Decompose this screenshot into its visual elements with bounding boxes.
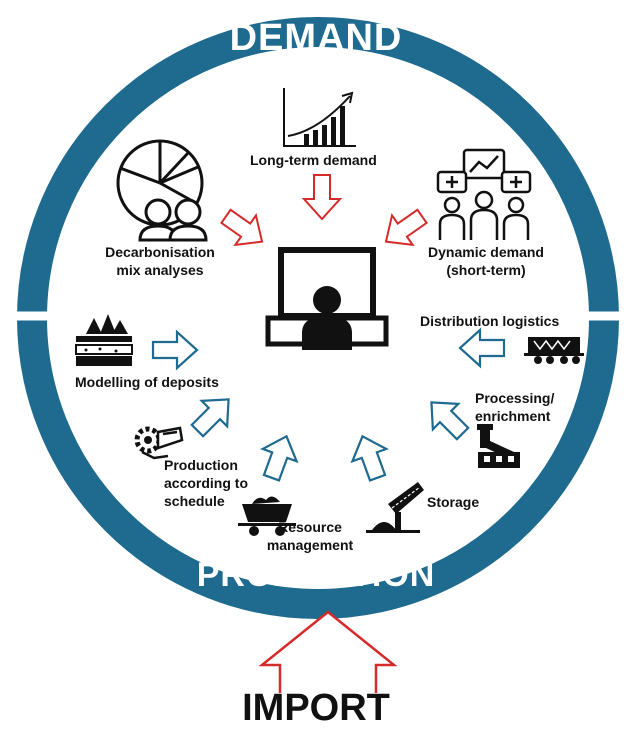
label-dynamic-demand-line2: (short-term) <box>446 262 526 278</box>
mine-cart-icon <box>238 496 296 536</box>
distribution-arrow <box>458 327 506 369</box>
label-decarbonisation-line1: Decarbonisation <box>105 244 215 260</box>
resource-arrow <box>260 434 299 482</box>
label-decarbonisation: Decarbonisation mix analyses <box>96 243 224 279</box>
label-import: IMPORT <box>242 687 390 729</box>
pie-chart-people-icon <box>116 139 208 242</box>
label-dynamic-demand: Dynamic demand (short-term) <box>421 243 551 279</box>
long-term-arrow <box>301 174 343 221</box>
ring-title-production: PRODUCTION <box>196 556 436 594</box>
label-dynamic-demand-line1: Dynamic demand <box>428 244 544 260</box>
label-processing-enrichment: Processing/ enrichment <box>475 389 554 425</box>
stacker-conveyor-icon <box>366 482 424 533</box>
label-resource-management-line1: Resource <box>278 519 342 535</box>
label-processing-line2: enrichment <box>475 408 551 424</box>
label-production-schedule-line3: schedule <box>164 493 225 509</box>
growth-chart-icon <box>283 88 356 147</box>
schedule-arrow <box>190 398 230 438</box>
label-storage: Storage <box>427 494 480 510</box>
deposit-layers-icon <box>75 314 133 366</box>
processing-plant-icon <box>477 424 520 468</box>
label-production-schedule-line2: according to <box>164 475 249 491</box>
decarbonisation-arrow <box>219 208 264 247</box>
team-discussion-icon <box>436 148 532 240</box>
label-production-schedule-line1: Production <box>164 457 238 473</box>
label-resource-management: Resource management <box>258 518 362 554</box>
label-distribution-logistics: Distribution logistics <box>420 313 560 329</box>
label-long-term-demand: Long-term demand <box>250 152 377 168</box>
label-production-schedule: Production according to schedule <box>164 456 248 510</box>
label-modelling-of-deposits: Modelling of deposits <box>75 374 219 390</box>
import-arrow <box>258 610 398 693</box>
label-processing-line1: Processing/ <box>475 390 555 406</box>
operator-workstation-icon <box>265 247 389 350</box>
dynamic-demand-arrow <box>384 208 429 247</box>
excavator-bucket-icon <box>134 426 184 460</box>
processing-arrow <box>430 401 470 441</box>
label-decarbonisation-line2: mix analyses <box>116 262 204 278</box>
storage-arrow <box>350 434 389 482</box>
deposits-arrow <box>151 329 199 371</box>
freight-wagon-icon <box>524 337 584 364</box>
ring-title-demand: DEMAND <box>229 17 403 59</box>
label-resource-management-line2: management <box>266 537 354 553</box>
